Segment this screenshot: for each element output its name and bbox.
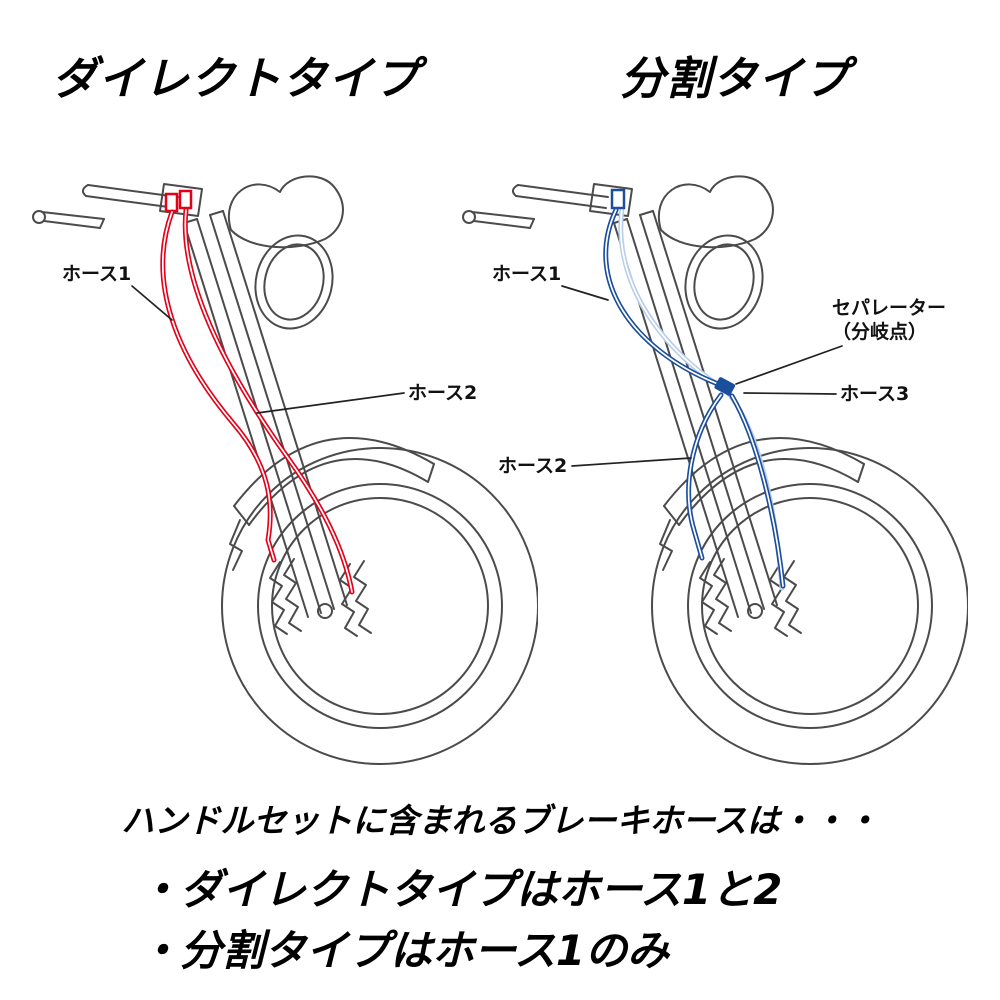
hose-1-highlight (605, 209, 719, 385)
separator-label-line2: （分岐点） (832, 320, 927, 343)
hose-1-highlight (161, 211, 275, 561)
banjo-fitting-1 (164, 192, 179, 213)
separator-block (714, 377, 736, 396)
hose3-label: ホース3 (840, 383, 909, 405)
hose-pale-highlight (620, 207, 783, 589)
hose-3-blue (729, 393, 786, 589)
hose-pale-route (618, 205, 785, 591)
direct-type-labels: ホース1 ホース2 (62, 263, 477, 414)
footer-bullet-direct: ・ダイレクトタイプはホース1と2 (138, 865, 783, 914)
hose1-leader-line (131, 285, 173, 321)
hose2-label: ホース2 (498, 455, 567, 477)
hose-2-highlight (184, 209, 353, 593)
split-type-title: 分割タイプ (620, 52, 851, 105)
hose-2-highlight (687, 394, 722, 559)
hose2-label: ホース2 (408, 382, 477, 404)
direct-type-hoses (160, 189, 355, 595)
separator-leader-line (735, 345, 843, 385)
hose-3-highlight (731, 395, 784, 587)
hose1-leader-line (561, 285, 609, 301)
footer-bullet-split: ・分割タイプはホース1のみ (138, 926, 670, 975)
split-type-labels: ホース1 セパレーター （分岐点） ホース3 ホース2 (492, 263, 946, 477)
direct-type-title: ダイレクトタイプ (52, 52, 421, 105)
direct-type-diagram: ホース1 ホース2 (32, 175, 538, 765)
banjo-fitting-2 (178, 189, 193, 210)
split-type-diagram: ホース1 セパレーター （分岐点） ホース3 ホース2 (462, 175, 968, 765)
hose3-leader-line (743, 392, 837, 395)
hose1-label: ホース1 (492, 263, 561, 285)
hose2-leader-line (571, 457, 692, 467)
footer-intro-text: ハンドルセットに含まれるブレーキホースは・・・ (121, 801, 879, 840)
hose2-leader-line (256, 392, 405, 414)
separator-label-line1: セパレーター (832, 297, 946, 319)
hose1-label: ホース1 (62, 263, 131, 285)
banjo-fitting-blue (610, 188, 626, 210)
split-type-hoses (603, 188, 786, 591)
